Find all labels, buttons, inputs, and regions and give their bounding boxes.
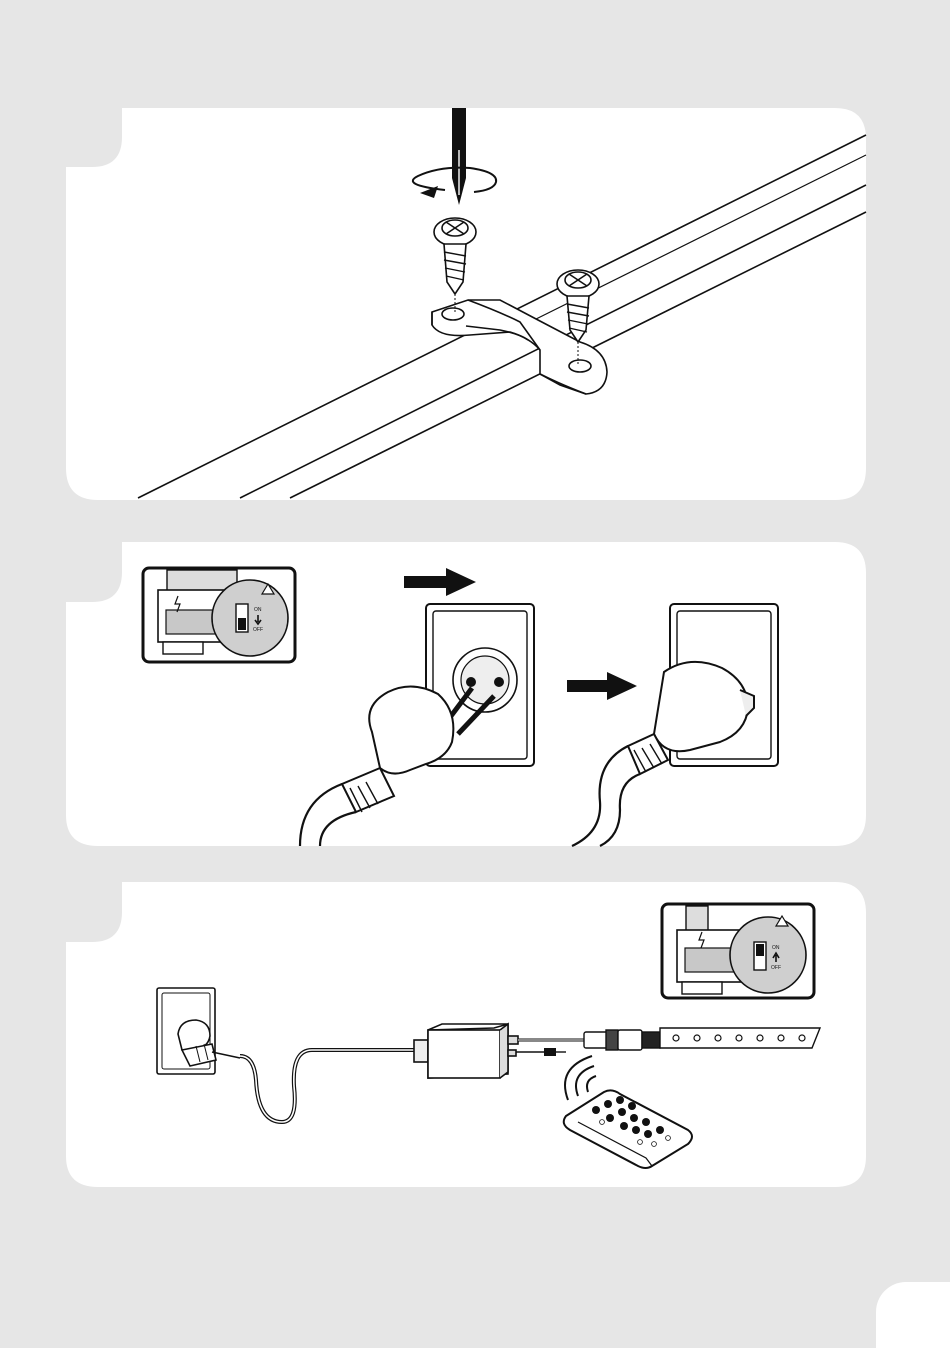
page-number-tab <box>876 1282 950 1348</box>
led-strip-icon <box>660 1028 820 1048</box>
step-1-panel <box>0 0 950 520</box>
switch-off-label: OFF <box>253 627 263 633</box>
switch-on-label: ON <box>254 607 262 613</box>
switch-off-icon: ON OFF <box>143 568 295 662</box>
step-3-panel: ON OFF <box>0 860 950 1200</box>
step-2-panel: ON OFF <box>0 520 950 860</box>
switch-on-label: ON <box>772 945 780 951</box>
led-connector <box>584 1030 660 1050</box>
switch-off-label: OFF <box>771 965 781 971</box>
controller-box-icon <box>414 1024 518 1078</box>
switch-on-icon: ON OFF <box>662 904 814 998</box>
